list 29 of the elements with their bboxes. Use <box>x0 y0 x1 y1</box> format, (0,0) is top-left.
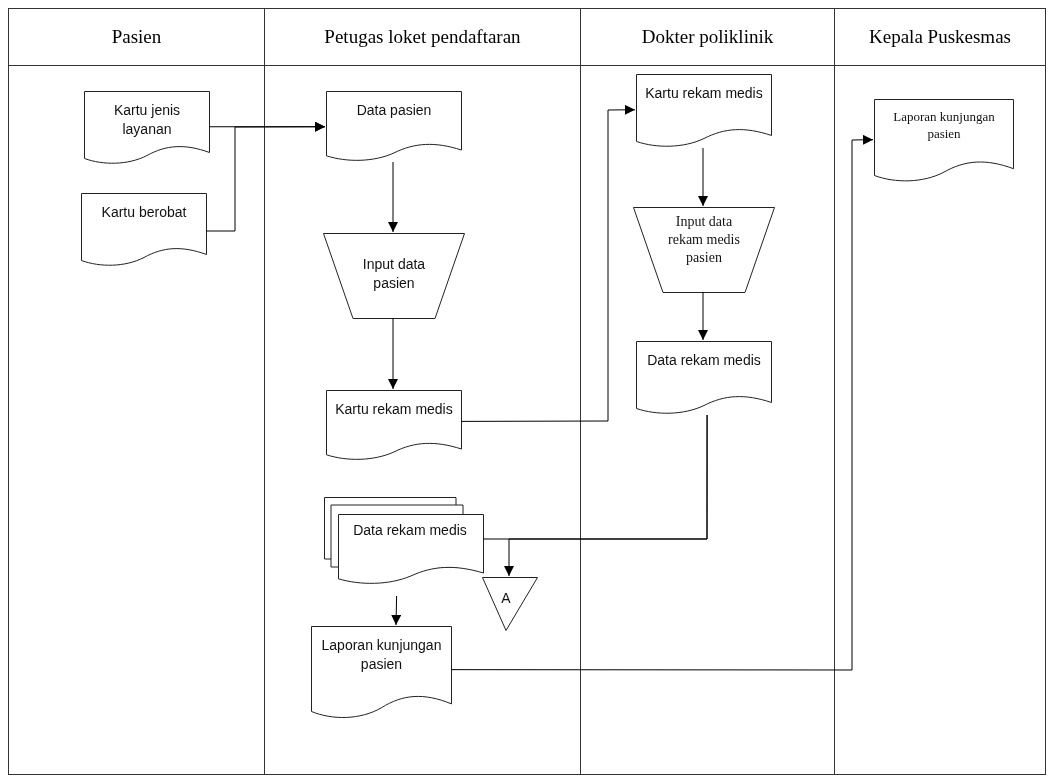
connector-arrow <box>504 414 708 577</box>
connector-arrow <box>450 134 874 671</box>
node-label: Laporan kunjungan pasien <box>892 109 996 143</box>
swimlane <box>580 8 834 775</box>
swimlane <box>8 8 264 775</box>
node-label: Input data pasien <box>361 255 427 293</box>
node-label: Input data rekam medis pasien <box>667 213 741 268</box>
lane-title: Kepala Puskesmas <box>868 26 1012 48</box>
node-label: Kartu rekam medis <box>644 84 764 103</box>
node-label: Kartu jenis layanan <box>112 101 182 139</box>
connector-arrow <box>388 161 398 233</box>
connector-arrow <box>698 291 708 341</box>
node-label: Data rekam medis <box>352 521 468 540</box>
connector-arrow <box>698 147 708 207</box>
connector-arrow <box>388 317 398 390</box>
lane-title: Petugas loket pendaftaran <box>323 26 522 48</box>
node-label: Data pasien <box>355 101 433 120</box>
node-label: A <box>500 589 512 608</box>
swimlane <box>264 8 580 775</box>
lane-title: Dokter poliklinik <box>640 26 775 48</box>
node-label: Kartu rekam medis <box>334 400 454 419</box>
swimlane <box>834 8 1046 775</box>
connector-arrow <box>391 595 402 626</box>
lane-title: Pasien <box>110 26 163 48</box>
node-label: Kartu berobat <box>100 203 188 222</box>
connector-arrow <box>460 104 636 422</box>
node-label: Data rekam medis <box>646 351 762 370</box>
node-label: Laporan kunjungan pasien <box>320 636 443 674</box>
connector-arrow <box>205 121 326 232</box>
